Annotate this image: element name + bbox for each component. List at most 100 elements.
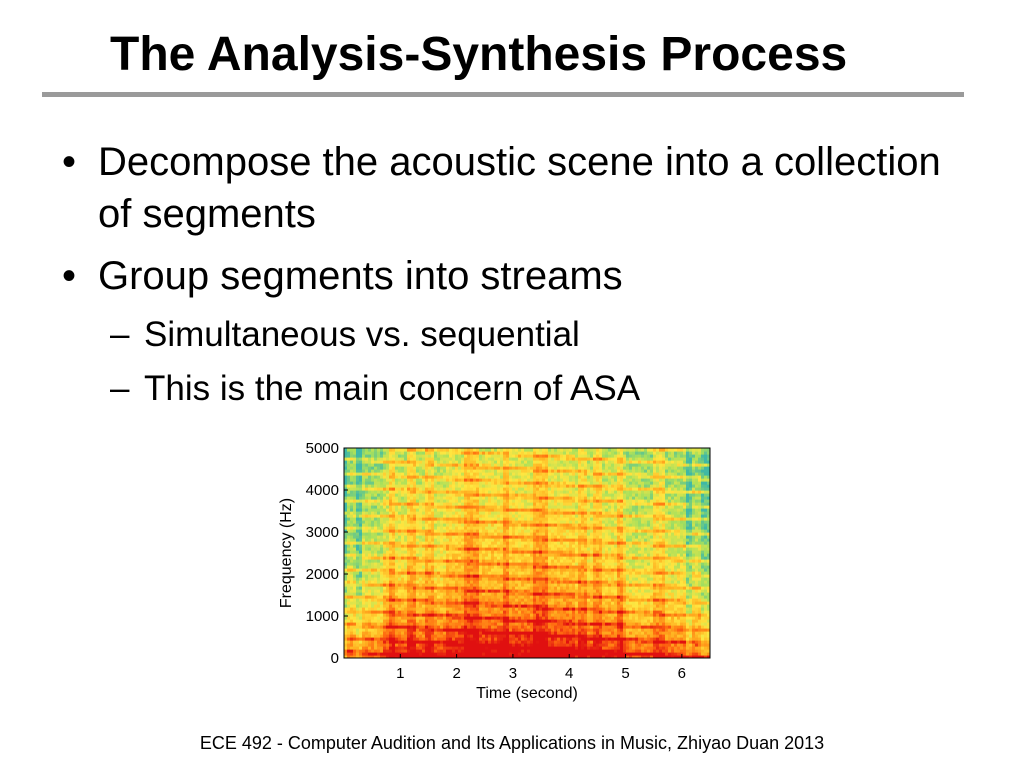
heat-cell (464, 523, 468, 527)
heat-cell (407, 550, 411, 554)
heat-cell (446, 493, 450, 497)
heat-cell (401, 589, 405, 593)
heat-cell (356, 544, 360, 548)
heat-cell (518, 508, 522, 512)
heat-cell (512, 484, 516, 488)
heat-cell (518, 577, 522, 581)
heat-cell (470, 589, 474, 593)
heat-cell (431, 499, 435, 503)
heat-cell (428, 505, 432, 509)
heat-cell (530, 652, 534, 656)
heat-cell (533, 631, 537, 635)
heat-cell (344, 589, 348, 593)
heat-cell (482, 523, 486, 527)
heat-cell (386, 508, 390, 512)
heat-cell (530, 490, 534, 494)
heat-cell (458, 544, 462, 548)
heat-cell (518, 529, 522, 533)
heat-cell (446, 580, 450, 584)
heat-cell (446, 640, 450, 644)
heat-cell (488, 502, 492, 506)
heat-cell (473, 586, 477, 590)
heat-cell (425, 625, 429, 629)
heat-cell (536, 586, 540, 590)
heat-cell (389, 571, 393, 575)
heat-cell (536, 499, 540, 503)
heat-cell (356, 541, 360, 545)
heat-cell (404, 541, 408, 545)
heat-cell (392, 496, 396, 500)
heat-cell (356, 595, 360, 599)
heat-cell (350, 655, 354, 658)
heat-cell (467, 478, 471, 482)
heat-cell (392, 484, 396, 488)
heat-cell (491, 499, 495, 503)
heat-cell (500, 601, 504, 605)
heat-cell (488, 652, 492, 656)
heat-cell (509, 472, 513, 476)
heat-cell (461, 478, 465, 482)
heat-cell (464, 571, 468, 575)
heat-cell (500, 508, 504, 512)
heat-cell (413, 580, 417, 584)
heat-cell (365, 607, 369, 611)
heat-cell (512, 454, 516, 458)
heat-cell (428, 622, 432, 626)
heat-cell (347, 613, 351, 617)
heat-cell (554, 478, 558, 482)
heat-cell (533, 625, 537, 629)
heat-cell (533, 595, 537, 599)
heat-cell (350, 508, 354, 512)
heat-cell (452, 565, 456, 569)
heat-cell (545, 457, 549, 461)
heat-cell (413, 499, 417, 503)
heat-cell (365, 589, 369, 593)
heat-cell (515, 490, 519, 494)
heat-cell (485, 475, 489, 479)
heat-cell (482, 478, 486, 482)
heat-cell (464, 652, 468, 656)
heat-cell (443, 610, 447, 614)
heat-cell (533, 607, 537, 611)
heat-cell (548, 649, 552, 653)
heat-cell (407, 532, 411, 536)
heat-cell (539, 475, 543, 479)
heat-cell (422, 472, 426, 476)
heat-cell (473, 547, 477, 551)
heat-cell (401, 649, 405, 653)
heat-cell (374, 460, 378, 464)
heat-cell (449, 610, 453, 614)
heat-cell (347, 646, 351, 650)
heat-cell (500, 610, 504, 614)
heat-cell (485, 565, 489, 569)
heat-cell (365, 511, 369, 515)
heat-cell (497, 553, 501, 557)
heat-cell (503, 502, 507, 506)
heat-cell (521, 508, 525, 512)
heat-cell (506, 631, 510, 635)
heat-cell (392, 601, 396, 605)
heat-cell (365, 634, 369, 638)
heat-cell (509, 466, 513, 470)
heat-cell (557, 649, 561, 653)
heat-cell (452, 562, 456, 566)
heat-cell (431, 550, 435, 554)
heat-cell (542, 514, 546, 518)
heat-cell (371, 448, 375, 452)
heat-cell (497, 568, 501, 572)
heat-cell (473, 448, 477, 452)
heat-cell (482, 517, 486, 521)
heat-cell (380, 568, 384, 572)
heat-cell (407, 619, 411, 623)
heat-cell (491, 574, 495, 578)
heat-cell (368, 487, 372, 491)
heat-cell (398, 487, 402, 491)
heat-cell (530, 625, 534, 629)
heat-cell (404, 472, 408, 476)
heat-cell (392, 640, 396, 644)
heat-cell (347, 532, 351, 536)
heat-cell (395, 454, 399, 458)
heat-cell (359, 574, 363, 578)
heat-cell (488, 535, 492, 539)
heat-cell (542, 574, 546, 578)
